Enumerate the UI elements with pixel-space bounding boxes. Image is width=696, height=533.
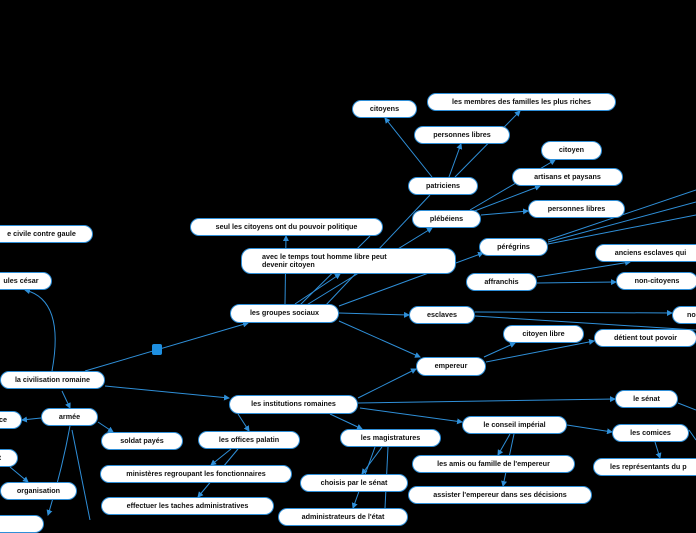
connector-line	[338, 311, 410, 318]
connector-line	[480, 208, 529, 216]
node-conseil-imperial[interactable]: le conseil impérial	[462, 416, 567, 434]
drag-handle[interactable]	[152, 344, 162, 355]
connector-line	[547, 201, 696, 243]
connector-line	[210, 448, 232, 466]
node-choisis-senat[interactable]: choisis par le sénat	[300, 474, 408, 492]
connector-line	[359, 407, 463, 425]
node-armee[interactable]: armée	[41, 408, 98, 426]
connector-line	[357, 396, 616, 404]
connector-line	[547, 214, 696, 245]
node-artisans-paysans[interactable]: artisans et paysans	[512, 168, 623, 186]
node-ce[interactable]: ce	[0, 411, 22, 429]
node-jules-cesar[interactable]: ules césar	[0, 272, 52, 290]
node-pouvoir-politique[interactable]: seul les citoyens ont du pouvoir politiq…	[190, 218, 383, 236]
node-no[interactable]: no	[672, 306, 696, 324]
connector-line	[677, 402, 696, 411]
connector-line	[483, 342, 516, 358]
connector-line	[384, 117, 433, 178]
node-citoyen-1[interactable]: citoyen	[541, 141, 602, 160]
connector-line	[536, 259, 631, 278]
connector-line	[237, 413, 250, 432]
connector-line	[9, 466, 29, 483]
node-detient-pouvoir[interactable]: détient tout povoir	[594, 329, 696, 347]
node-temps-libre[interactable]: avec le temps tout homme libre peut deve…	[241, 248, 456, 274]
node-institutions-romaines[interactable]: les institutions romaines	[229, 395, 358, 414]
node-personnes-libres-2[interactable]: personnes libres	[528, 200, 625, 218]
connector-line	[361, 446, 383, 475]
node-familles-riches[interactable]: les membres des familles les plus riches	[427, 93, 616, 111]
node-groupes-sociaux[interactable]: les groupes sociaux	[230, 304, 339, 323]
connector-line	[474, 309, 673, 316]
node-amis-famille[interactable]: les amis ou famille de l'empereur	[412, 455, 575, 473]
connector-line	[654, 441, 662, 459]
node-plebeiens[interactable]: plébéiens	[412, 210, 481, 228]
connector-line	[46, 425, 71, 516]
connector-line	[61, 390, 71, 409]
node-administrateurs-etat[interactable]: administrateurs de l'état	[278, 508, 408, 526]
connector-line	[71, 429, 91, 520]
node-comices[interactable]: les comices	[612, 424, 689, 442]
node-offices-palatin[interactable]: les offices palatin	[198, 431, 300, 449]
node-t[interactable]: t	[0, 449, 18, 467]
node-patriciens[interactable]: patriciens	[408, 177, 478, 195]
connector-line	[21, 416, 42, 423]
node-partial-bottom[interactable]	[0, 515, 44, 533]
node-peregrins[interactable]: pérégrins	[479, 238, 548, 256]
connector-line	[84, 321, 249, 372]
node-magistratures[interactable]: les magistratures	[340, 429, 441, 447]
node-soldat-paye[interactable]: soldat payés	[101, 432, 183, 450]
node-non-citoyens[interactable]: non-citoyens	[616, 272, 696, 290]
connector-line	[104, 385, 230, 401]
node-senat[interactable]: le sénat	[615, 390, 678, 408]
connector-line	[485, 339, 595, 363]
node-civilisation-romaine[interactable]: la civilisation romaine	[0, 371, 105, 389]
connector-line	[357, 368, 417, 399]
connector-line	[688, 429, 696, 441]
node-personnes-libres-1[interactable]: personnes libres	[414, 126, 510, 144]
node-anciens-esclaves[interactable]: anciens esclaves qui	[595, 244, 696, 262]
node-ministeres[interactable]: ministères regroupant les fonctionnaires	[100, 465, 292, 483]
node-affranchis[interactable]: affranchis	[466, 273, 537, 291]
node-organisation[interactable]: organisation	[0, 482, 77, 500]
node-representants[interactable]: les représentants du p	[593, 458, 696, 476]
node-esclaves[interactable]: esclaves	[409, 306, 475, 324]
connector-line	[536, 279, 617, 286]
connector-line	[454, 110, 521, 178]
connector-line	[566, 424, 613, 435]
connector-line	[294, 273, 341, 305]
connector-line	[24, 288, 56, 372]
node-assister-empereur[interactable]: assister l'empereur dans ses décisions	[408, 486, 592, 504]
node-citoyen-libre[interactable]: citoyen libre	[503, 325, 584, 343]
node-citoyens[interactable]: citoyens	[352, 100, 417, 118]
connector-line	[338, 320, 421, 358]
connector-line	[329, 413, 363, 430]
node-guerre-civile[interactable]: e civile contre gaule	[0, 225, 93, 243]
node-taches-administratives[interactable]: effectuer les taches administratives	[101, 497, 274, 515]
node-empereur[interactable]: empereur	[416, 357, 486, 376]
connector-line	[448, 143, 463, 178]
connector-line	[471, 184, 541, 213]
connector-line	[497, 433, 511, 456]
connector-line	[338, 251, 484, 307]
connector-line	[474, 315, 696, 331]
connector-line	[97, 421, 114, 433]
